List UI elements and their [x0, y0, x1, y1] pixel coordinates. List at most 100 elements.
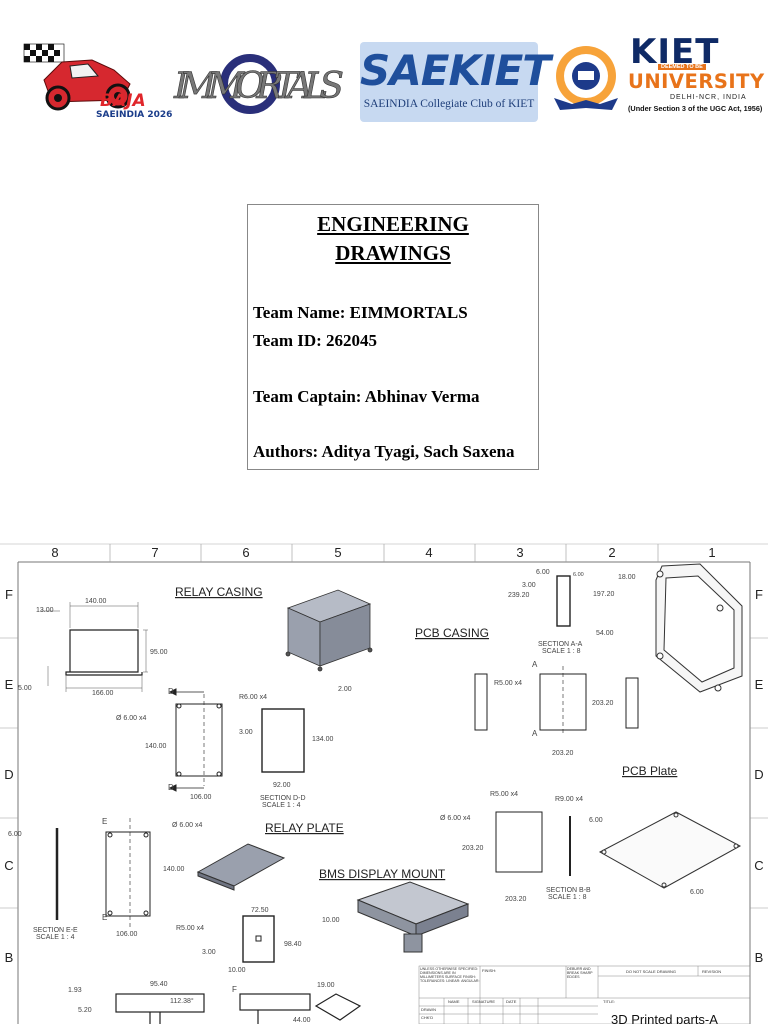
dim-6-aa: 6.00	[536, 569, 550, 576]
dim-197: 197.20	[593, 591, 615, 598]
baja-word: BAJA	[100, 91, 146, 111]
dim-10: 10.00	[322, 917, 340, 924]
col-label-3: 3	[516, 545, 523, 560]
dim-5-20: 5.20	[78, 1007, 92, 1014]
drawing-canvas: 8 7 6 5 4 3 2 1 F E D C B F E D C B RELA…	[0, 536, 768, 1024]
dim-10-bms: 10.00	[228, 967, 246, 974]
title-block-row-drawn: DRAWN	[421, 1007, 436, 1012]
svg-text:E: E	[102, 817, 107, 826]
section-aa-label: SECTION A-A	[538, 641, 583, 648]
col-label-1: 1	[708, 545, 715, 560]
title-line-2: DRAWINGS	[335, 241, 451, 265]
kiet-seal-emblem	[550, 42, 622, 116]
baja-saeindia-logo: BAJA SAEINDIA 2026	[22, 40, 172, 120]
header-logos: BAJA SAEINDIA 2026 IMMORTALS SAEKIET SAE…	[0, 30, 768, 130]
dim-203-plate-w: 203.20	[505, 896, 527, 903]
dim-13: 13.00	[36, 607, 54, 614]
dim-3-bms: 3.00	[202, 949, 216, 956]
row-label-d-right: D	[754, 767, 763, 782]
svg-text:D: D	[168, 783, 174, 792]
title-line-1: ENGINEERING	[317, 212, 469, 236]
title-relay-casing: RELAY CASING	[175, 585, 263, 599]
svg-text:A: A	[532, 729, 538, 738]
dim-1-93: 1.93	[68, 987, 82, 994]
row-label-f-left: F	[5, 587, 13, 602]
dim-6-aa-b: 6.00	[573, 572, 584, 578]
section-aa-scale: SCALE 1 : 8	[542, 648, 581, 655]
dim-phi6-x4: Ø 6.00 x4	[116, 715, 146, 722]
dim-54: 54.00	[596, 630, 614, 637]
row-label-e-left: E	[5, 677, 14, 692]
dim-2: 2.00	[338, 686, 352, 693]
dim-3-aa: 3.00	[522, 582, 536, 589]
row-label-c-right: C	[754, 858, 763, 873]
dim-98: 98.40	[284, 941, 302, 948]
authors: Authors: Aditya Tyagi, Sach Saxena	[253, 442, 515, 461]
row-label-b-left: B	[5, 950, 14, 965]
row-label-c-left: C	[4, 858, 13, 873]
sheet-title: 3D Printed parts-A	[611, 1012, 718, 1024]
relay-casing-front-view	[65, 629, 143, 676]
dim-18: 18.00	[618, 574, 636, 581]
title-box: ENGINEERING DRAWINGS Team Name: EIMMORTA…	[247, 204, 539, 470]
title-relay-plate: RELAY PLATE	[265, 821, 344, 835]
section-dd-scale: SCALE 1 : 4	[262, 802, 301, 809]
dim-angle: 112.38°	[170, 997, 194, 1005]
col-label-7: 7	[151, 545, 158, 560]
relay-plate-front-view	[55, 818, 151, 928]
dim-166: 166.00	[92, 690, 114, 697]
dim-95-40: 95.40	[150, 981, 168, 988]
svg-text:D: D	[168, 687, 174, 696]
kiet-university-logo: KIET DEEMED TO BE UNIVERSITY DELHI-NCR, …	[628, 32, 764, 120]
title-pcb-casing: PCB CASING	[415, 626, 489, 640]
dim-6-plate-iso: 6.00	[690, 889, 704, 896]
title-block-col-name: NAME	[448, 999, 460, 1004]
dim-6-ee: 6.00	[8, 831, 22, 838]
dim-r5-x4-plate: R5.00 x4	[490, 791, 518, 798]
pcb-plate-isometric	[598, 811, 742, 889]
saekiet-wordmark: SAEKIET	[360, 46, 551, 95]
dim-5: 5.00	[18, 685, 32, 692]
dim-92: 92.00	[273, 782, 291, 789]
title-pcb-plate: PCB Plate	[622, 764, 678, 778]
section-ee-scale: SCALE 1 : 4	[36, 934, 75, 941]
section-bb-label: SECTION B-B	[546, 887, 591, 894]
dim-phi6-x4-relay: Ø 6.00 x4	[172, 822, 202, 829]
section-dd-view	[261, 708, 305, 773]
svg-text:E: E	[102, 913, 107, 922]
bms-mount-isometric	[356, 881, 470, 953]
dim-203-plate-h: 203.20	[462, 845, 484, 852]
immortals-text: IMMORTALS	[173, 66, 344, 107]
dim-r5-x4-relay: R5.00 x4	[176, 925, 204, 932]
saekiet-subtitle: SAEINDIA Collegiate Club of KIET	[363, 98, 535, 110]
dim-phi6-x4-plate: Ø 6.00 x4	[440, 815, 470, 822]
row-label-f-right: F	[755, 587, 763, 602]
team-id: Team ID: 262045	[253, 331, 378, 350]
pcb-plate-views	[495, 811, 571, 876]
document-title: ENGINEERING DRAWINGS	[248, 210, 538, 268]
pcb-casing-section-aa	[556, 575, 571, 627]
title-block-row-chkd: CHK'D	[421, 1015, 433, 1020]
dim-239: 239.20	[508, 592, 530, 599]
title-block-col-date: DATE	[506, 999, 517, 1004]
dim-r9-x4: R9.00 x4	[555, 796, 583, 803]
dim-203-casing: 203.20	[592, 700, 614, 707]
relay-plate-isometric	[196, 843, 286, 891]
dim-r5-x4: R5.00 x4	[494, 680, 522, 687]
col-label-4: 4	[425, 545, 432, 560]
kiet-deemed-tag: DEEMED TO BE	[658, 64, 706, 70]
title-block-title-label: TITLE:	[603, 999, 615, 1004]
title-block-revision: REVISION	[702, 969, 721, 974]
row-label-b-right: B	[755, 950, 764, 965]
title-block-notes: UNLESS OTHERWISE SPECIFIED: DIMENSIONS A…	[420, 967, 480, 983]
baja-edition: SAEINDIA 2026	[96, 110, 172, 120]
dim-106: 106.00	[190, 794, 212, 801]
section-ee-label: SECTION E-E	[33, 927, 78, 934]
row-label-d-left: D	[4, 767, 13, 782]
pcb-casing-isometric	[655, 563, 743, 693]
dim-95: 95.00	[150, 649, 168, 656]
dim-203-casing-w: 203.20	[552, 750, 574, 757]
title-block	[418, 965, 751, 1024]
kiet-location: DELHI-NCR, INDIA	[670, 94, 747, 101]
team-name: Team Name: EIMMORTALS	[253, 303, 468, 322]
